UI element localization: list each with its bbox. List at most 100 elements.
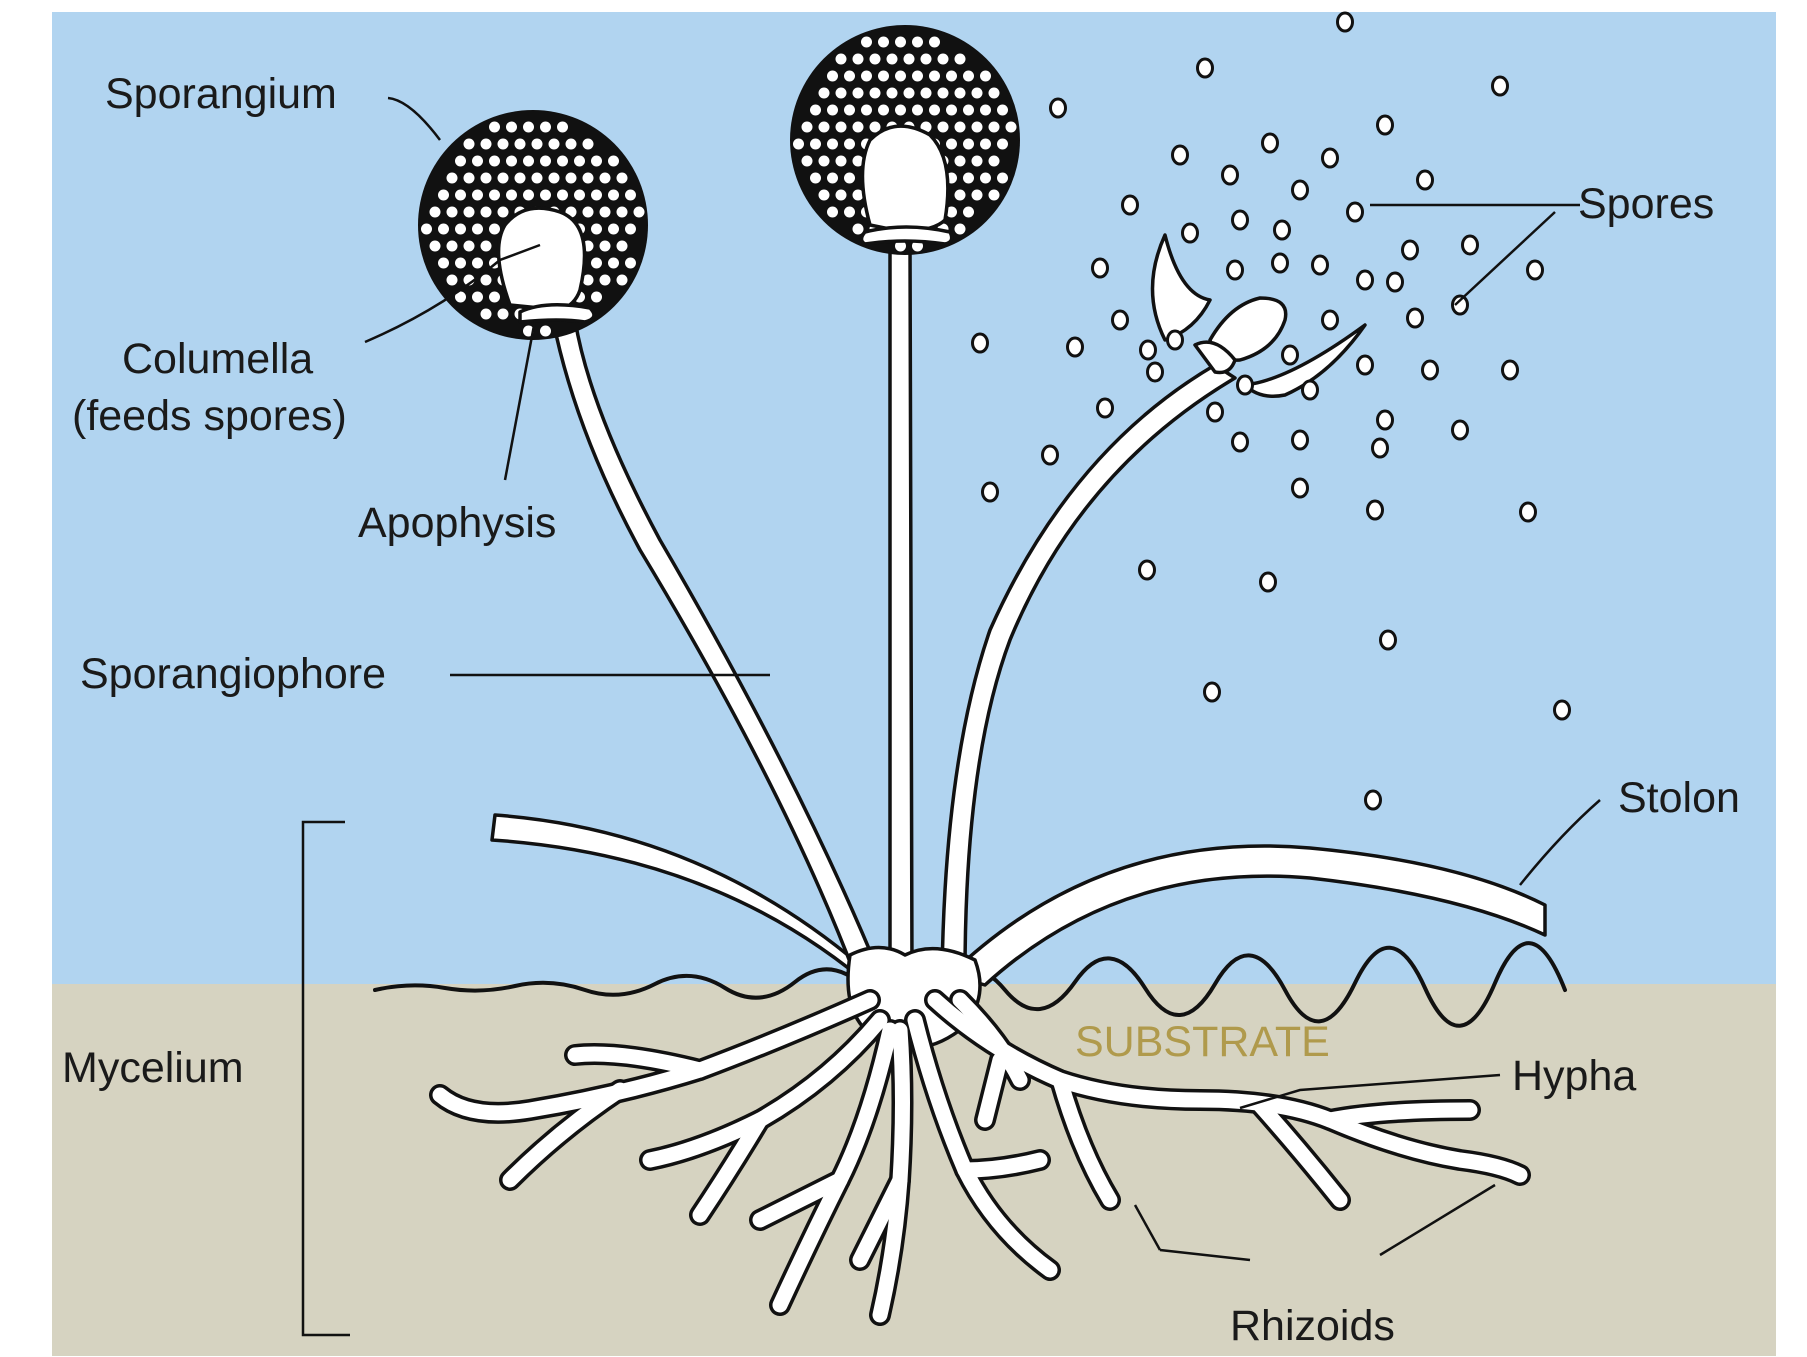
free-spore — [1208, 403, 1223, 421]
spore-dot — [912, 37, 923, 48]
spore-dot — [464, 241, 475, 252]
spore-dot — [523, 122, 534, 133]
free-spore — [1373, 439, 1388, 457]
spore-dot — [472, 224, 483, 235]
spore-dot — [574, 190, 585, 201]
free-spore — [1358, 356, 1373, 374]
spore-dot — [836, 54, 847, 65]
spore-dot — [438, 190, 449, 201]
spore-dot — [904, 88, 915, 99]
spore-dot — [481, 241, 492, 252]
free-spore — [1233, 433, 1248, 451]
free-spore — [1555, 701, 1570, 719]
spore-dot — [980, 71, 991, 82]
spore-dot — [591, 258, 602, 269]
free-spore — [1068, 338, 1083, 356]
spore-dot — [430, 207, 441, 218]
spore-dot — [600, 241, 611, 252]
label-sporangiophore: Sporangiophore — [80, 650, 386, 698]
free-spore — [1503, 361, 1518, 379]
free-spore — [1293, 181, 1308, 199]
spore-dot — [557, 156, 568, 167]
spore-dot — [625, 190, 636, 201]
spore-dot — [438, 258, 449, 269]
label-stolon: Stolon — [1618, 774, 1740, 822]
spore-dot — [498, 173, 509, 184]
free-spore — [1293, 479, 1308, 497]
spore-dot — [447, 241, 458, 252]
free-spore — [1338, 13, 1353, 31]
spore-dot — [929, 37, 940, 48]
spore-dot — [489, 190, 500, 201]
spore-dot — [421, 224, 432, 235]
free-spore — [1113, 311, 1128, 329]
sporangiophore-middle — [890, 240, 912, 975]
spore-dot — [472, 156, 483, 167]
free-spore — [1228, 261, 1243, 279]
spore-dot — [549, 173, 560, 184]
spore-dot — [895, 37, 906, 48]
spore-dot — [972, 88, 983, 99]
spore-dot — [955, 190, 966, 201]
spore-dot — [912, 71, 923, 82]
spore-dot — [498, 207, 509, 218]
spore-dot — [566, 139, 577, 150]
free-spore — [1323, 311, 1338, 329]
spore-dot — [827, 71, 838, 82]
spore-dot — [515, 173, 526, 184]
free-spore — [1275, 221, 1290, 239]
spore-dot — [955, 88, 966, 99]
free-spore — [1123, 196, 1138, 214]
spore-dot — [600, 207, 611, 218]
spore-dot — [836, 122, 847, 133]
spore-dot — [963, 207, 974, 218]
free-spore — [1148, 363, 1163, 381]
free-spore — [1403, 241, 1418, 259]
spore-dot — [870, 54, 881, 65]
spore-dot — [464, 173, 475, 184]
spore-dot — [617, 207, 628, 218]
spore-dot — [844, 207, 855, 218]
free-spore — [1528, 261, 1543, 279]
spore-dot — [591, 224, 602, 235]
free-spore — [1348, 203, 1363, 221]
label-substrate: SUBSTRATE — [1075, 1018, 1330, 1066]
spore-dot — [447, 173, 458, 184]
spore-dot — [972, 156, 983, 167]
spore-dot — [802, 156, 813, 167]
spore-dot — [819, 156, 830, 167]
sporangium-left — [418, 110, 648, 340]
spore-dot — [997, 105, 1008, 116]
spore-dot — [506, 122, 517, 133]
label-mycelium: Mycelium — [62, 1044, 244, 1092]
spore-dot — [472, 292, 483, 303]
spore-dot — [557, 122, 568, 133]
free-spore — [1381, 631, 1396, 649]
free-spore — [1043, 446, 1058, 464]
free-spore — [1423, 361, 1438, 379]
spore-dot — [844, 105, 855, 116]
free-spore — [1098, 399, 1113, 417]
spore-dot — [591, 190, 602, 201]
spore-dot — [608, 258, 619, 269]
free-spore — [1418, 171, 1433, 189]
spore-dot — [963, 105, 974, 116]
apophysis-middle — [862, 227, 952, 244]
spore-dot — [819, 122, 830, 133]
free-spore — [1261, 573, 1276, 591]
label-rhizoids: Rhizoids — [1230, 1302, 1395, 1350]
spore-dot — [810, 105, 821, 116]
spore-dot — [972, 190, 983, 201]
free-spore — [1453, 421, 1468, 439]
spore-dot — [438, 224, 449, 235]
spore-dot — [489, 224, 500, 235]
free-spore — [1168, 331, 1183, 349]
free-spore — [1198, 59, 1213, 77]
spore-dot — [523, 190, 534, 201]
spore-dot — [591, 156, 602, 167]
spore-dot — [887, 54, 898, 65]
spore-dot — [472, 258, 483, 269]
spore-dot — [617, 173, 628, 184]
columella-left — [499, 208, 585, 310]
spore-dot — [1006, 122, 1017, 133]
